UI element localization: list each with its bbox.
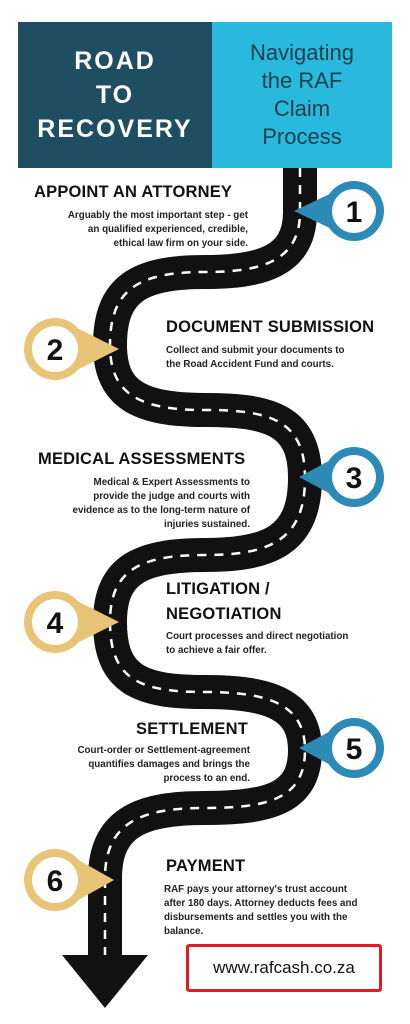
description-line: RAF pays your attorney's trust account [164, 884, 348, 895]
header-subtitle-block: Navigating the RAF Claim Process [212, 22, 392, 168]
description-line: Medical & Expert Assessments to [93, 477, 250, 488]
description-line: Court-order or Settlement-agreement [77, 745, 250, 756]
step-pin-1: 1 [294, 181, 384, 241]
description-line: an qualified experienced, credible, [87, 224, 248, 235]
step-number: 3 [346, 462, 363, 495]
description-line: Arguably the most important step - get [67, 210, 248, 221]
step-description: Medical & Expert Assessments to provide … [20, 476, 250, 532]
header-title-line: ROAD [74, 47, 156, 75]
description-line: Court processes and direct negotiation [166, 631, 349, 642]
header-title-line: TO [95, 81, 135, 109]
step-title: MEDICAL ASSESSMENTS [38, 450, 246, 468]
description-line: to achieve a fair offer. [166, 645, 267, 656]
header-title-block: ROAD TO RECOVERY [18, 22, 212, 168]
step-pin-6: 6 [24, 849, 114, 911]
header-title-line: RECOVERY [37, 115, 193, 143]
website-url[interactable]: www.rafcash.co.za [213, 958, 355, 977]
step-title: APPOINT AN ATTORNEY [34, 183, 233, 201]
step-number: 2 [47, 334, 64, 367]
description-line: balance. [164, 926, 204, 937]
description-line: after 180 days. Attorney deducts fees an… [164, 898, 358, 909]
step-title: DOCUMENT SUBMISSION [166, 318, 375, 336]
description-line: disbursements and settles you with the [164, 912, 348, 923]
header-subtitle-line: Process [262, 124, 342, 149]
step-description: Court-order or Settlement-agreement quan… [20, 744, 250, 786]
step-pin-2: 2 [24, 318, 119, 380]
website-link-box[interactable]: www.rafcash.co.za [186, 944, 382, 992]
step-title-line: NEGOTIATION [166, 605, 282, 623]
step-pin-3: 3 [299, 447, 384, 507]
header-subtitle-line: the RAF [261, 68, 343, 93]
step-description: Collect and submit your documents to the… [166, 344, 396, 372]
description-line: the Road Accident Fund and courts. [166, 359, 334, 370]
step-pin-4: 4 [24, 591, 119, 653]
step-number: 1 [346, 196, 363, 229]
step-description: RAF pays your attorney's trust account a… [164, 883, 400, 939]
header-subtitle-line: Navigating [250, 40, 354, 65]
step-description: Arguably the most important step - get a… [18, 209, 248, 251]
road-path [62, 168, 322, 1008]
description-line: ethical law firm on your side. [113, 238, 248, 249]
step-number: 4 [47, 607, 64, 640]
header-subtitle-line: Claim [273, 96, 331, 121]
step-number: 5 [346, 733, 363, 766]
description-line: evidence as to the long-term nature of [72, 505, 250, 516]
step-description: Court processes and direct negotiation t… [166, 630, 396, 658]
description-line: injuries sustained. [163, 519, 250, 530]
step-title: SETTLEMENT [136, 720, 248, 738]
step-title: PAYMENT [166, 857, 246, 875]
step-title-line: LITIGATION / [166, 580, 270, 598]
step-number: 6 [47, 865, 64, 898]
description-line: quantifies damages and brings the [88, 759, 250, 770]
step-pin-5: 5 [299, 718, 384, 778]
description-line: provide the judge and courts with [93, 491, 250, 502]
description-line: process to an end. [163, 773, 250, 784]
road-arrow-head [62, 955, 148, 1008]
description-line: Collect and submit your documents to [166, 345, 345, 356]
